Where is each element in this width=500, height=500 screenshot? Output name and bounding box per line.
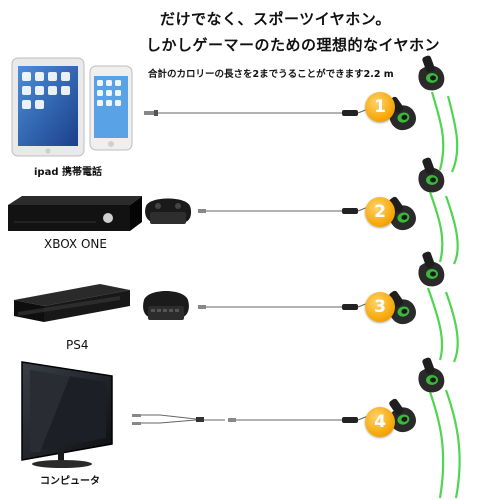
- computer-monitor-image: [21, 361, 113, 468]
- step-badge-4: 4: [365, 407, 395, 437]
- headline-line-2: しかしゲーマーのための理想的なイヤホン: [146, 36, 441, 54]
- cable-length-note: 合計のカロリーの長さを2までうることができます2.2 m: [148, 69, 394, 80]
- earphone-cables: [426, 91, 461, 499]
- cable-1: [144, 108, 369, 116]
- step-badge-2: 2: [365, 197, 395, 227]
- device-label-ipad-phone: ipad 携帯電話: [34, 167, 102, 178]
- device-label-computer: コンピュータ: [40, 476, 100, 487]
- earbuds-group-3: [384, 250, 445, 328]
- device-label-xbox-one: XBOX ONE: [44, 237, 107, 251]
- xbox-one-image: [8, 196, 142, 231]
- ps4-controller-image: [143, 291, 189, 320]
- step-badge-3: 3: [365, 292, 395, 322]
- xbox-controller-image: [145, 198, 192, 224]
- headline-line-1: だけでなく、スポーツイヤホン。: [160, 10, 391, 28]
- ipad-image: [11, 57, 85, 157]
- cable-3: [198, 302, 369, 310]
- ps4-image: [14, 284, 130, 322]
- cable-2: [198, 206, 369, 214]
- device-label-ps4: PS4: [66, 338, 89, 352]
- earbuds-group-2: [384, 156, 445, 234]
- cable-4: [132, 414, 369, 425]
- step-badge-1: 1: [365, 92, 395, 122]
- phone-image: [89, 65, 133, 151]
